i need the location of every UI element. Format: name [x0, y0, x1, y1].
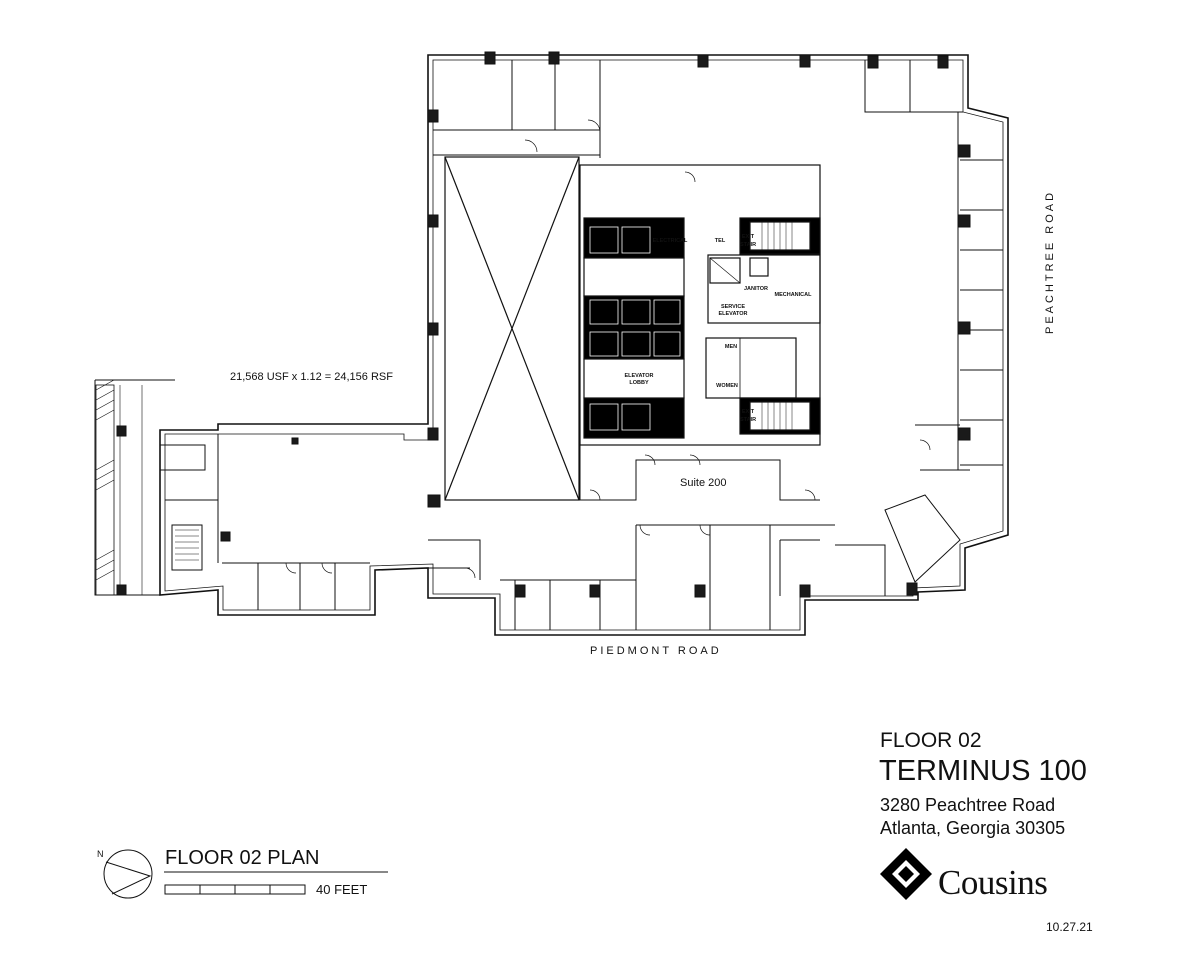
room-electrical: ELECTRICAL: [653, 238, 688, 244]
room-elevator: ELEVATOR: [624, 373, 653, 379]
room-elevator-b: LOBBY: [629, 380, 649, 386]
plan-title: FLOOR 02 PLAN: [165, 847, 320, 869]
scale-text: 40 FEET: [316, 882, 368, 897]
cousins-logo-icon: [880, 848, 932, 900]
address-line-1: 3280 Peachtree Road: [880, 795, 1056, 815]
atrium-void: [444, 156, 580, 501]
address-line-2: Atlanta, Georgia 30305: [880, 818, 1066, 838]
room-exit-stair-2b: STAIR: [740, 417, 756, 423]
street-label-peachtree: PEACHTREE ROAD: [1044, 189, 1056, 334]
area-note: 21,568 USF x 1.12 = 24,156 RSF: [230, 371, 393, 383]
building-outline-inner: [164, 59, 1004, 631]
room-women: WOMEN: [716, 383, 738, 389]
room-exit-stair-1b: STAIR: [740, 242, 756, 248]
room-janitor: JANITOR: [744, 286, 768, 292]
room-exit-stair-1: EXIT: [742, 234, 755, 240]
room-mechanical: MECHANICAL: [775, 292, 813, 298]
room-service: SERVICE: [721, 304, 745, 310]
plan-date: 10.27.21: [1046, 920, 1093, 934]
room-exit-stair-2: EXIT: [742, 409, 755, 415]
room-service-b: ELEVATOR: [718, 311, 747, 317]
room-tel: TEL: [715, 238, 726, 244]
room-men: MEN: [725, 344, 737, 350]
suite-label: Suite 200: [680, 477, 727, 489]
floor-label: FLOOR 02: [880, 729, 982, 752]
street-label-piedmont: PIEDMONT ROAD: [590, 645, 722, 657]
building-name: TERMINUS 100: [879, 755, 1087, 787]
north-label: N: [97, 849, 104, 859]
brand-name: Cousins: [938, 863, 1048, 902]
north-arrow-icon: [103, 849, 153, 899]
building-outline: [159, 54, 1009, 636]
